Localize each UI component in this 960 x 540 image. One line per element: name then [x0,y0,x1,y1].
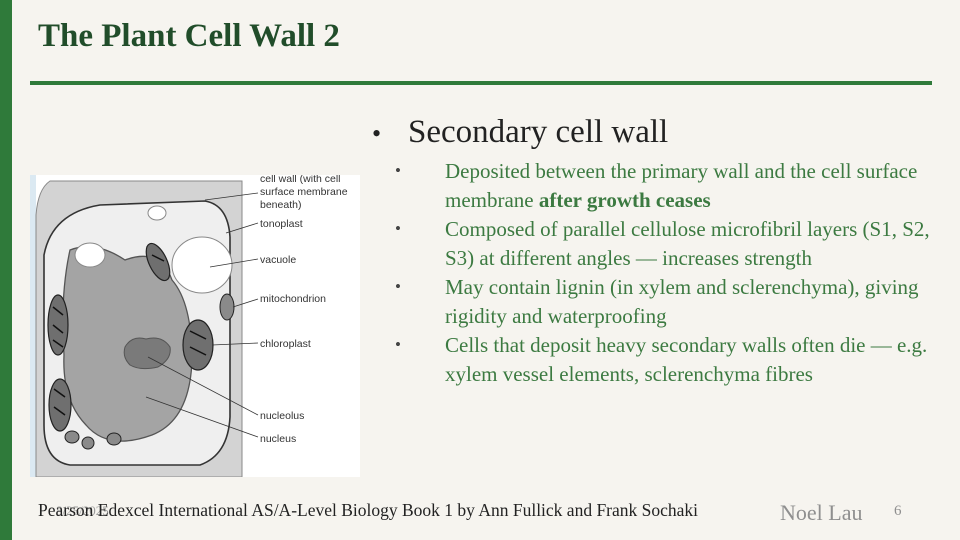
label-nucleus: nucleus [260,433,296,445]
label-cell-wall-line-2: surface membrane [260,186,348,198]
sub-bullet-emphasis: after growth ceases [538,187,711,212]
label-cell-wall-line-3: beneath) [260,199,301,211]
neighbour-cell-edge [30,175,36,477]
small-vacuole [74,242,106,268]
sub-bullet-glyph: • [395,277,401,296]
chloroplast-lower-left [48,378,72,432]
slide-title[interactable]: The Plant Cell Wall 2 [38,18,340,54]
label-tonoplast: tonoplast [260,218,303,230]
title-divider [30,81,932,85]
sub-bullet-2: • Composed of parallel cellulose microfib… [395,215,945,272]
chloroplast-left [47,294,69,356]
sub-bullet-4: • Cells that deposit heavy secondary wall… [395,331,945,388]
sub-bullet-1: • Deposited between the primary wall and … [395,157,945,214]
sub-bullet-glyph: • [395,161,401,180]
sub-bullet-text: May contain lignin (in xylem and scleren… [445,275,919,328]
sub-bullet-text: Composed of parallel cellulose microfibr… [445,217,930,270]
sub-bullet-glyph: • [395,335,401,354]
left-accent-bar [0,0,12,540]
nucleolus [123,337,171,370]
sub-bullet-text: Deposited between the primary wall and t… [445,159,918,212]
footer-source[interactable]: Pearson Edexcel International AS/A-Level… [38,500,699,520]
chloroplast-upper [145,242,171,282]
vacuole [171,236,233,294]
sub-bullet-3: • May contain lignin (in xylem and sclere… [395,273,945,330]
small-vacuole-top [147,205,167,221]
sub-bullet-text: Cells that deposit heavy secondary walls… [445,333,928,386]
label-mitochondrion: mitochondrion [260,293,326,305]
plant-cell-diagram[interactable]: cell wall (with cell surface membrane be… [30,175,360,477]
label-lines [145,192,259,438]
label-chloroplast: chloroplast [260,338,311,350]
footer-date: 8/25/2025 [56,503,109,518]
label-nucleolus: nucleolus [260,410,304,422]
label-vacuole: vacuole [260,254,296,266]
slide-number: 6 [894,503,902,519]
sub-bullet-list[interactable]: • Deposited between the primary wall and … [395,157,945,389]
main-bullet-heading: Secondary cell wall [408,114,669,150]
bullet-glyph: • [372,119,382,148]
chloroplast-right [182,319,214,371]
footer-author: Noel Lau [780,500,863,525]
label-cell-wall-line-1: cell wall (with cell [260,175,341,185]
sub-bullet-glyph: • [395,219,401,238]
main-bullet[interactable]: • Secondary cell wall [372,114,668,154]
